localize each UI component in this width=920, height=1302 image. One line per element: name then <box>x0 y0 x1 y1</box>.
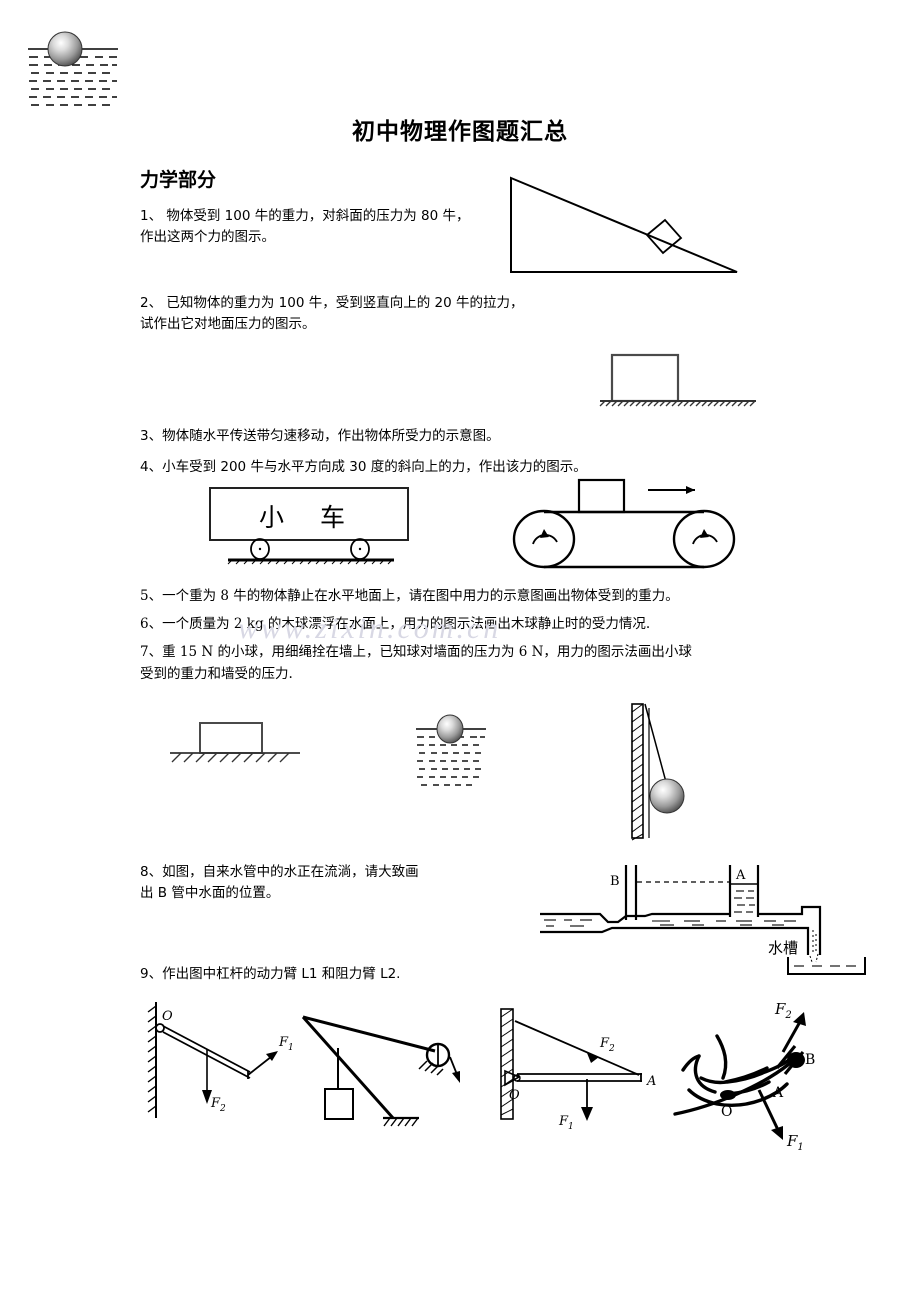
lever3-pivot-label: O <box>509 1088 520 1103</box>
figure-lever-4-forearm: O B A F2 F1 <box>665 998 840 1158</box>
floating-ball-logo <box>27 27 119 115</box>
sink-label: 水槽 <box>768 939 798 957</box>
figure-inclined-plane <box>505 172 745 282</box>
figure-block-on-floor-q5 <box>170 715 320 775</box>
figure-lever-1: O F1 F2 <box>138 1000 308 1140</box>
figure-lever-2 <box>295 1005 480 1140</box>
problem-3-text: 3、物体随水平传送带匀速移动，作出物体所受力的示意图。 <box>140 428 500 444</box>
document-title: 初中物理作图题汇总 <box>352 119 568 145</box>
section-title-mechanics: 力学部分 <box>140 169 217 191</box>
pipe-b-label: B <box>610 874 620 889</box>
lever1-f1-label: F1 <box>278 1035 294 1053</box>
figure-conveyor-belt <box>500 472 750 577</box>
lever4-f1-label: F1 <box>786 1132 804 1153</box>
problem-7-text: 7、重 15 N 的小球，用细绳拴在墙上，已知球对墙面的压力为 6 N，用力的图… <box>140 644 692 682</box>
problem-1-text: 1、 物体受到 100 牛的重力，对斜面的压力为 80 牛， 作出这两个力的图示… <box>140 208 470 245</box>
figure-lever-3: F2 O A F1 <box>487 1003 667 1153</box>
figure-cart: 小 车 <box>200 482 440 572</box>
lever3-f1-label: F1 <box>558 1114 574 1132</box>
problem-5-text: 5、一个重为 8 牛的物体静止在水平地面上，请在图中用力的示意图画出物体受到的重… <box>140 588 679 604</box>
problem-6-text: 6、一个质量为 2 kg 的木球漂浮在水面上，用力的图示法画出木球静止时的受力情… <box>140 616 651 632</box>
problem-4-text: 4、小车受到 200 牛与水平方向成 30 度的斜向上的力，作出该力的图示。 <box>140 459 587 475</box>
lever4-a-label: A <box>772 1085 784 1101</box>
figure-ball-on-wall-q7 <box>620 700 730 845</box>
figure-block-on-ground <box>599 345 770 415</box>
lever4-pivot-label: O <box>721 1104 732 1120</box>
figure-floating-ball-q6 <box>415 714 505 800</box>
lever1-f2-label: F2 <box>210 1096 226 1114</box>
lever1-pivot-label: O <box>162 1009 173 1024</box>
pipe-a-label: A <box>735 868 746 883</box>
problem-8-text: 8、如图，自来水管中的水正在流淌，请大致画 出 B 管中水面的位置。 <box>140 864 419 901</box>
lever4-f2-label: F2 <box>774 1000 792 1021</box>
lever4-b-label: B <box>805 1052 815 1068</box>
cart-label: 小 车 <box>259 503 359 532</box>
lever3-a-label: A <box>646 1074 656 1089</box>
figure-water-pipe-system: B A <box>540 862 900 977</box>
problem-2-text: 2、 已知物体的重力为 100 牛，受到竖直向上的 20 牛的拉力， 试作出它对… <box>140 295 524 332</box>
problem-9-text: 9、作出图中杠杆的动力臂 L1 和阻力臂 L2. <box>140 966 401 982</box>
lever3-f2-label: F2 <box>599 1036 615 1054</box>
